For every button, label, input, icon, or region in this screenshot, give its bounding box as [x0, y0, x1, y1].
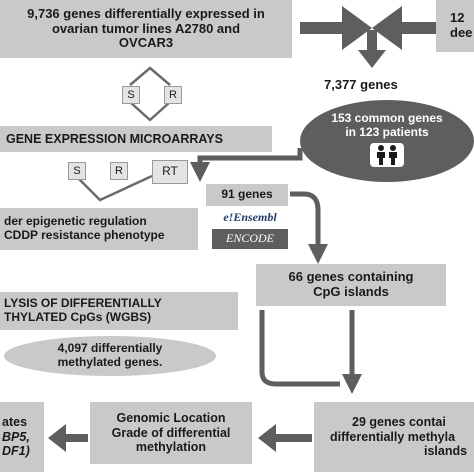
- methylated-line2: methylated genes.: [57, 355, 163, 369]
- genes-29-line3: islands: [424, 444, 468, 459]
- arrow-to-cpg: [290, 191, 328, 264]
- bottom-left-line1: ates: [2, 415, 28, 430]
- genes-de-box: 9,736 genes differentially expressed in …: [0, 0, 292, 58]
- genomic-line1: Genomic Location: [116, 411, 226, 426]
- methylated-line1: 4,097 differentially: [57, 341, 163, 356]
- cpg-islands-box: 66 genes containing CpG islands: [256, 264, 446, 306]
- r-mid-label: R: [115, 164, 123, 177]
- methylated-ellipse: 4,097 differentially methylated genes.: [4, 336, 216, 376]
- bottom-left-box: ates BP5, DF1): [0, 402, 44, 472]
- genomic-line3: methylation: [135, 440, 207, 455]
- bottom-left-line3: DF1): [2, 444, 30, 459]
- double-arrow-right: [372, 6, 436, 50]
- cpg-line2: CpG islands: [313, 284, 389, 299]
- diamond-top-lines: [129, 66, 171, 86]
- genes-de-line1: 9,736 genes differentially expressed in: [27, 5, 265, 21]
- s-top-label: S: [127, 88, 135, 101]
- diamond-bottom-lines: [129, 101, 171, 122]
- wgbs-box: LYSIS OF DIFFERENTIALLY THYLATED CpGs (W…: [0, 292, 238, 330]
- genes-29-line2: differentially methyla: [330, 429, 456, 444]
- wgbs-line2: THYLATED CpGs (WGBS): [4, 310, 152, 324]
- genes-7377-label: 7,377 genes: [324, 77, 398, 92]
- epigenetic-line1: der epigenetic regulation: [4, 214, 147, 229]
- s-top-box: S: [122, 86, 140, 104]
- arrow-to-genomic: [258, 424, 312, 452]
- genes-29-box: 29 genes contai differentially methyla i…: [314, 402, 474, 472]
- ensembl-label: e!Ensembl: [223, 210, 277, 225]
- genomic-location-box: Genomic Location Grade of differential m…: [90, 402, 252, 464]
- epigenetic-line2: CDDP resistance phenotype: [4, 228, 165, 242]
- arrow-to-rt: [190, 148, 303, 182]
- double-arrow-top: [300, 6, 372, 50]
- people-icon: [370, 142, 404, 167]
- genes-91-box: 91 genes: [206, 184, 288, 206]
- v-shape-lines: [75, 174, 153, 202]
- arrow-to-bottom-left: [48, 424, 88, 452]
- s-mid-box: S: [68, 162, 86, 180]
- cpg-line1: 66 genes containing: [288, 269, 414, 285]
- common-genes-ellipse: 153 common genes in 123 patients: [300, 100, 474, 182]
- r-top-label: R: [169, 88, 177, 101]
- bottom-left-line2: BP5,: [2, 429, 30, 444]
- encode-label: ENCODE: [226, 231, 274, 246]
- genes-29-line1: 29 genes contai: [352, 415, 446, 430]
- arrow-wgbs-join: [259, 310, 340, 387]
- epigenetic-box: der epigenetic regulation CDDP resistanc…: [0, 208, 198, 250]
- rt-label: RT: [162, 164, 178, 179]
- ensembl-box: e!Ensembl: [212, 208, 288, 228]
- microarrays-label: GENE EXPRESSION MICROARRAYS: [6, 131, 223, 146]
- r-top-box: R: [164, 86, 182, 104]
- r-mid-box: R: [110, 162, 128, 180]
- top-right-box: 12 dee: [436, 0, 474, 52]
- top-right-line2: dee: [450, 25, 473, 40]
- common-line2: in 123 patients: [345, 124, 429, 139]
- genes-de-line3: OVCAR3: [118, 35, 174, 51]
- wgbs-line1: LYSIS OF DIFFERENTIALLY: [4, 296, 162, 311]
- encode-box: ENCODE: [212, 229, 288, 249]
- genes-91-label: 91 genes: [221, 187, 273, 202]
- rt-box: RT: [152, 160, 188, 184]
- common-line1: 153 common genes: [331, 111, 443, 125]
- genes-de-line2: ovarian tumor lines A2780 and: [51, 20, 241, 36]
- genomic-line2: Grade of differential: [111, 425, 231, 440]
- top-right-line1: 12: [450, 10, 465, 26]
- microarrays-box: GENE EXPRESSION MICROARRAYS: [0, 126, 272, 152]
- arrow-down-7377: [358, 30, 386, 68]
- s-mid-label: S: [73, 164, 81, 177]
